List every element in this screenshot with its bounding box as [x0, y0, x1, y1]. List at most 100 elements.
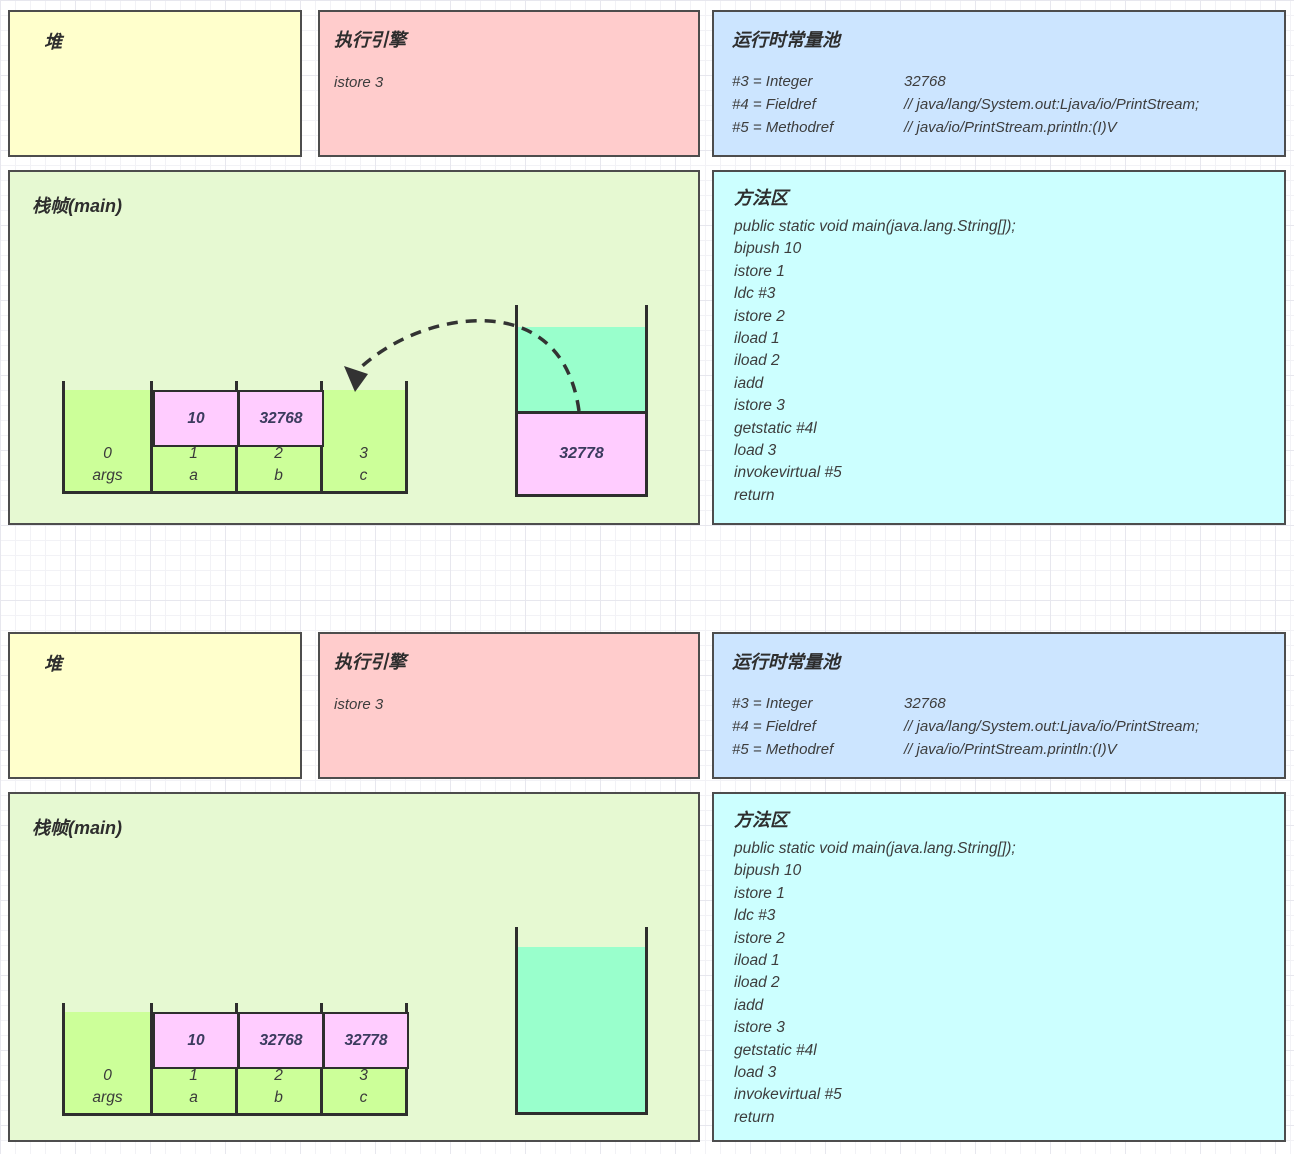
constant-pool-entry: #5 = Methodref // java/io/PrintStream.pr…: [732, 738, 1278, 761]
slot-index: 2: [274, 445, 283, 462]
constant-pool-title: 运行时常量池: [732, 652, 840, 672]
code-line: load 3: [734, 1064, 777, 1082]
code-line: bipush 10: [734, 862, 802, 880]
slot-name: a: [189, 1089, 198, 1106]
heap-box: 堆: [8, 632, 302, 779]
code-line: istore 2: [734, 929, 785, 947]
slot-value-cell: 32768: [238, 390, 324, 447]
stack-frame-title: 栈帧(main): [32, 196, 122, 216]
code-line: getstatic #4l: [734, 419, 817, 437]
slot-index: 1: [189, 1067, 198, 1084]
code-line: invokevirtual #5: [734, 1086, 842, 1104]
code-line: iload 1: [734, 952, 780, 970]
heap-title: 堆: [44, 654, 62, 674]
execution-engine-title: 执行引擎: [334, 652, 406, 672]
heap-title: 堆: [44, 32, 62, 52]
slot-index: 0: [103, 1067, 112, 1084]
method-area-title: 方法区: [734, 810, 788, 830]
slot-divider: [150, 1003, 153, 1113]
code-line: iadd: [734, 374, 764, 392]
code-line: iadd: [734, 996, 764, 1014]
slot-label: 3 c: [321, 1065, 406, 1109]
slot-label: 0 args: [65, 1065, 150, 1109]
constant-ref: #4 = Fieldref: [732, 718, 816, 735]
operand-stack-free-space: [518, 327, 645, 411]
operand-stack-value: 32778: [518, 411, 645, 494]
code-line: return: [734, 1108, 775, 1126]
code-line: istore 3: [734, 1019, 785, 1037]
code-line: istore 3: [734, 397, 785, 415]
execution-engine-box: 执行引擎 istore 3: [318, 10, 700, 157]
slot-value-cell: 10: [153, 390, 239, 447]
heap-box: 堆: [8, 10, 302, 157]
code-line: iload 2: [734, 352, 780, 370]
local-variable-table: 10 32768 32778 0 args 1 a 2 b 3 c: [62, 1003, 409, 1116]
code-line: ldc #3: [734, 907, 776, 925]
code-line: ldc #3: [734, 285, 776, 303]
method-area-box: 方法区 public static void main(java.lang.St…: [712, 792, 1286, 1142]
code-line: invokevirtual #5: [734, 464, 842, 482]
constant-pool-entry: #3 = Integer 32768: [732, 692, 1278, 715]
constant-value: 32768: [904, 73, 946, 90]
slot-index: 2: [274, 1067, 283, 1084]
slot-label: 3 c: [321, 443, 406, 487]
constant-ref: #3 = Integer: [732, 695, 813, 712]
slot-index: 0: [103, 445, 112, 462]
local-variable-table: 10 32768 0 args 1 a 2 b 3 c: [62, 381, 408, 494]
slot-index: 3: [359, 445, 368, 462]
slot-label: 2 b: [236, 443, 321, 487]
code-line: istore 1: [734, 262, 785, 280]
code-line: getstatic #4l: [734, 1041, 817, 1059]
constant-pool-entry: #4 = Fieldref // java/lang/System.out:Lj…: [732, 715, 1278, 738]
constant-value: // java/io/PrintStream.println:(I)V: [904, 119, 1117, 136]
slot-name: c: [359, 467, 368, 484]
current-instruction: istore 3: [334, 696, 384, 713]
slot-index: 3: [359, 1067, 368, 1084]
slot-divider: [150, 381, 153, 491]
code-line: iload 1: [734, 330, 780, 348]
constant-value: // java/lang/System.out:Ljava/io/PrintSt…: [904, 718, 1200, 735]
code-line: public static void main(java.lang.String…: [734, 218, 1016, 235]
execution-engine-title: 执行引擎: [334, 30, 406, 50]
constant-ref: #3 = Integer: [732, 73, 813, 90]
code-line: return: [734, 486, 775, 504]
slot-name: b: [274, 1089, 283, 1106]
code-line: load 3: [734, 442, 777, 460]
constant-ref: #4 = Fieldref: [732, 96, 816, 113]
slot-name: c: [359, 1089, 368, 1106]
stack-frame-title: 栈帧(main): [32, 818, 122, 838]
slot-label: 1 a: [151, 1065, 236, 1109]
operand-stack-free-space: [518, 947, 645, 1112]
constant-pool-entry: #3 = Integer 32768: [732, 70, 1278, 93]
constant-pool-entry: #5 = Methodref // java/io/PrintStream.pr…: [732, 116, 1278, 139]
code-line: public static void main(java.lang.String…: [734, 840, 1016, 857]
slot-label: 0 args: [65, 443, 150, 487]
operand-stack: 32778: [515, 305, 648, 497]
slot-label: 1 a: [151, 443, 236, 487]
slot-name: args: [92, 467, 123, 484]
constant-value: 32768: [904, 695, 946, 712]
slot-value-cell: 32778: [323, 1012, 409, 1069]
method-area-title: 方法区: [734, 188, 788, 208]
constant-ref: #5 = Methodref: [732, 119, 834, 136]
runtime-constant-pool-box: 运行时常量池 #3 = Integer 32768 #4 = Fieldref …: [712, 10, 1286, 157]
slot-name: a: [189, 467, 198, 484]
code-line: iload 2: [734, 974, 780, 992]
slot-index: 1: [189, 445, 198, 462]
code-line: bipush 10: [734, 240, 802, 258]
code-line: istore 2: [734, 307, 785, 325]
constant-ref: #5 = Methodref: [732, 741, 834, 758]
slot-value-cell: 10: [153, 1012, 239, 1069]
constant-value: // java/io/PrintStream.println:(I)V: [904, 741, 1117, 758]
constant-pool-title: 运行时常量池: [732, 30, 840, 50]
slot-label: 2 b: [236, 1065, 321, 1109]
current-instruction: istore 3: [334, 74, 384, 91]
execution-engine-box: 执行引擎 istore 3: [318, 632, 700, 779]
constant-pool-entry: #4 = Fieldref // java/lang/System.out:Lj…: [732, 93, 1278, 116]
method-area-box: 方法区 public static void main(java.lang.St…: [712, 170, 1286, 525]
constant-value: // java/lang/System.out:Ljava/io/PrintSt…: [904, 96, 1200, 113]
slot-name: args: [92, 1089, 123, 1106]
slot-name: b: [274, 467, 283, 484]
runtime-constant-pool-box: 运行时常量池 #3 = Integer 32768 #4 = Fieldref …: [712, 632, 1286, 779]
